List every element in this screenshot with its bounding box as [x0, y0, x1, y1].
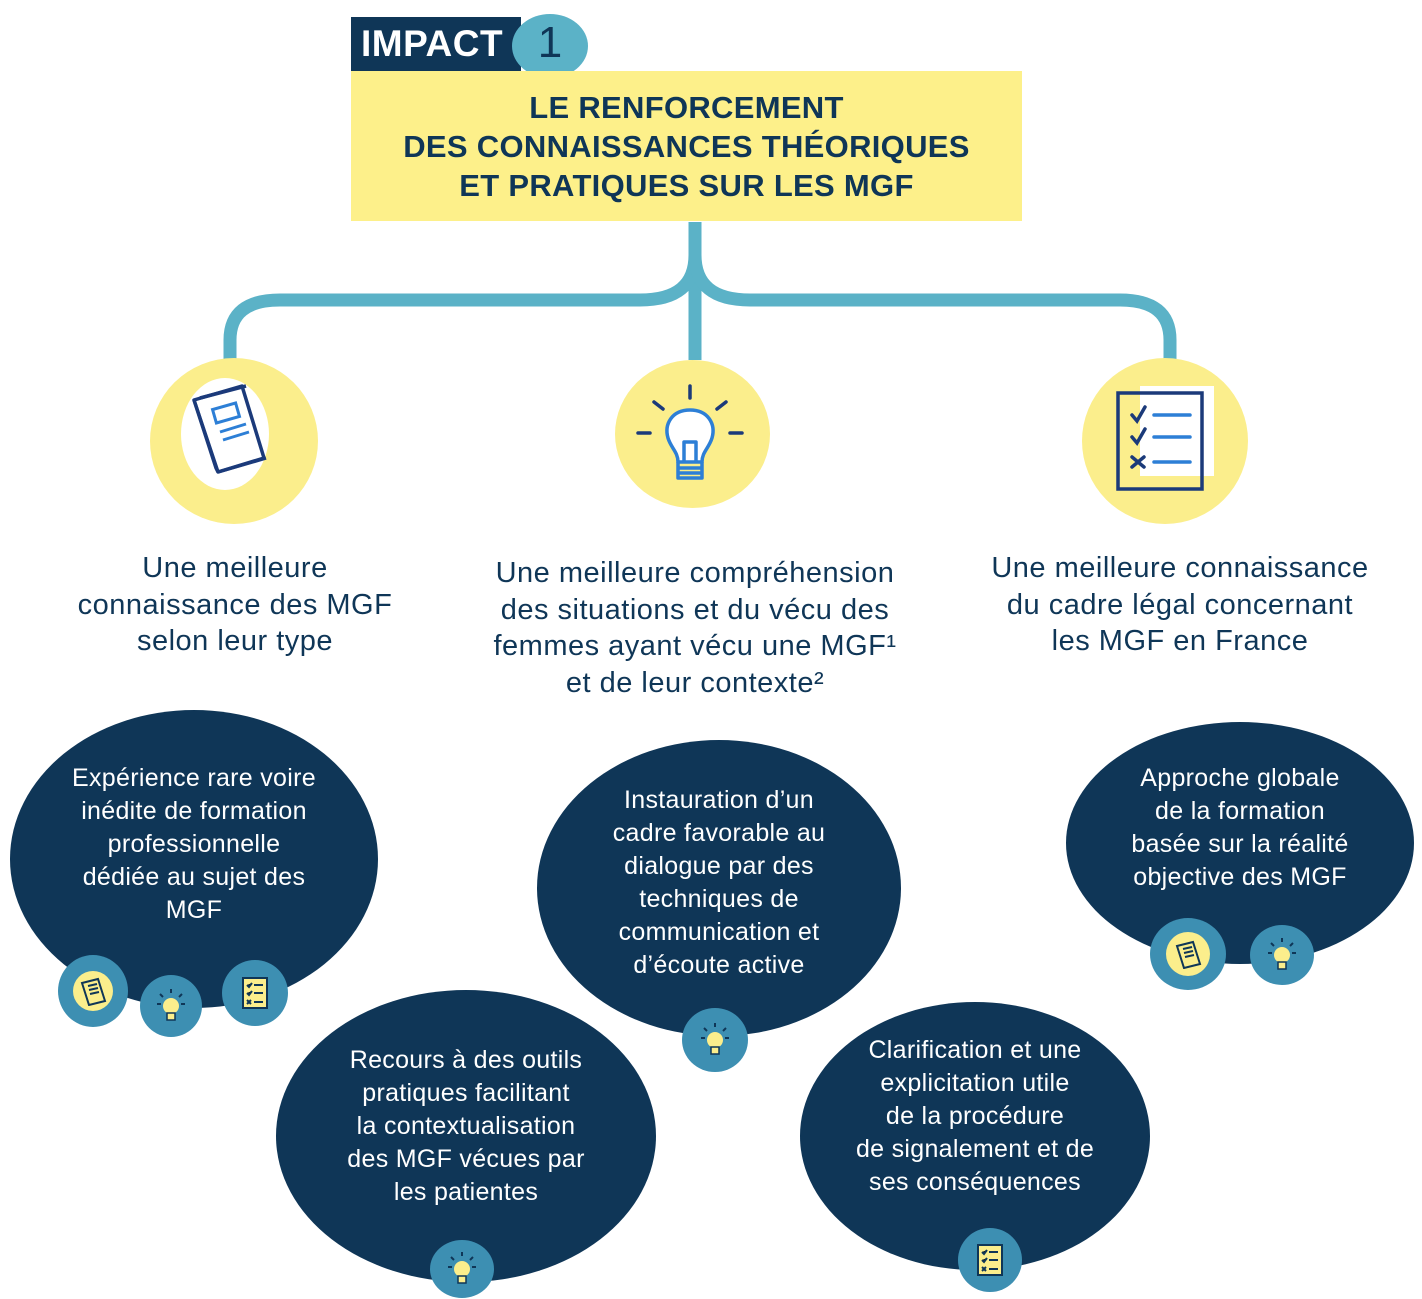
page-title: LE RENFORCEMENT DES CONNAISSANCES THÉORI… [403, 89, 970, 203]
lightbulb-icon [140, 975, 202, 1037]
checklist-icon [1116, 391, 1204, 491]
lightbulb-icon [1250, 925, 1314, 985]
outcome-text-3: Instauration d’un cadre favorable au dia… [612, 786, 826, 979]
outcome-bubble-4: Clarification et une explicitation utile… [800, 1002, 1150, 1270]
outcome-text-2: Recours à des outils pratiques facilitan… [347, 1045, 585, 1206]
lightbulb-icon [430, 1240, 494, 1298]
column-text-1: Une meilleure connaissance des MGF selon… [77, 552, 393, 657]
outcome-bubble-5: Approche globale de la formation basée s… [1066, 722, 1414, 964]
outcome-bubble-1: Expérience rare voire inédite de formati… [10, 710, 378, 1008]
outcome-text-1: Expérience rare voire inédite de formati… [72, 763, 316, 924]
book-icon [1150, 918, 1226, 990]
book-icon [192, 384, 267, 474]
impact-label: IMPACT [351, 17, 521, 71]
checklist-icon [958, 1228, 1022, 1292]
column-text-3: Une meilleure connaissance du cadre léga… [991, 552, 1369, 657]
outcome-text-5: Approche globale de la formation basée s… [1131, 764, 1349, 891]
impact-number-badge: 1 [512, 14, 588, 78]
lightbulb-icon [682, 1008, 748, 1072]
outcome-bubble-3: Instauration d’un cadre favorable au dia… [537, 740, 901, 1036]
outcome-bubble-2: Recours à des outils pratiques facilitan… [276, 990, 656, 1282]
outcome-text-4: Clarification et une explicitation utile… [855, 1035, 1095, 1196]
book-icon [58, 955, 128, 1027]
title-box: LE RENFORCEMENT DES CONNAISSANCES THÉORI… [351, 71, 1022, 221]
column-text-2: Une meilleure compréhension des situatio… [493, 557, 897, 699]
checklist-icon [222, 960, 288, 1026]
lightbulb-icon [636, 384, 744, 480]
